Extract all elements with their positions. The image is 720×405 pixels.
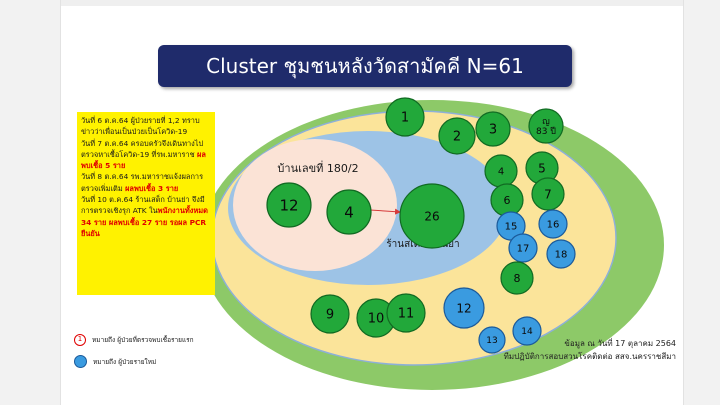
note-oct7: วันที่ 7 ต.ค.64 ครอบครัวจึงเดินทางไปตรวจ… [81,138,204,159]
case-node-circle [500,261,534,295]
case-node-label: 83 ปี [536,126,556,137]
case-node-circle [443,287,485,329]
window-left-margin [0,0,61,405]
house-label: บ้านเลขที่ 180/2 [277,160,358,175]
source-date: ข้อมูล ณ วันที่ 17 ตุลาคม 2564 [564,339,676,348]
case-node-5: 2 [438,117,476,155]
legend-new-case-label: หมายถึง ผู้ป่วยรายใหม่ [93,357,157,366]
case-node-label: 3 [489,123,497,138]
case-node-circle [478,326,506,354]
case-node-label: 14 [521,327,533,337]
case-node-label: 13 [486,336,497,346]
case-node-7: ญ83 ปี [528,108,564,144]
case-node-20: 12 [443,287,485,329]
legend-first-case-label: หมายถึง ผู้ป่วยที่ตรวจพบเชื้อรายแรก [92,336,194,344]
case-node-circle [531,177,565,211]
case-node-1: 12 [266,182,312,228]
note-oct7-result: ผลพบเชื้อ 5 ราย [81,149,206,171]
case-node-label: 15 [505,222,518,233]
page-title: Cluster ชุมชนหลังวัดสามัคคี N=61 [158,45,572,87]
case-node-16: 8 [500,261,534,295]
case-node-label: 1 [401,111,409,126]
legend-new-case: หมายถึง ผู้ป่วยรายใหม่ [74,355,156,368]
legend-first-case: 1 หมายถึง ผู้ป่วยที่ตรวจพบเชื้อรายแรก [74,334,194,346]
case-node-15: 18 [546,239,576,269]
case-node-label: 17 [517,244,530,255]
new-case-dot-icon [74,355,87,368]
case-node-circle [386,293,426,333]
case-node-19: 11 [386,293,426,333]
case-node-label: 10 [368,312,385,327]
case-node-label: 5 [538,161,546,175]
case-node-13: 16 [538,209,568,239]
timeline-notes: วันที่ 6 ต.ค.64 ผู้ป่วยรายที่ 1,2 ทราบข่… [77,112,215,295]
case-node-4: 1 [385,97,425,137]
case-node-circle [508,233,538,263]
note-oct10-result: พนักงานทั้งหมด 34 ราย ผลพบเชื้อ 27 ราย ร… [81,206,208,238]
case-node-14: 17 [508,233,538,263]
case-node-label: 9 [326,308,334,323]
case-node-11: 7 [531,177,565,211]
case-node-10: 6 [490,183,524,217]
window-right-margin [683,0,720,405]
case-node-label: 18 [555,250,568,261]
case-node-label: ญ [542,117,550,127]
transmission-arrow [369,208,401,215]
case-node-label: 4 [344,203,354,221]
case-node-label: 16 [547,220,560,231]
case-node-6: 3 [475,111,511,147]
case-node-circle [266,182,312,228]
case-node-label: 12 [279,196,298,214]
house-ellipse [233,139,397,271]
note-oct8: วันที่ 8 ต.ค.64 รพ.มหาราชแจ้งผลการตรวจเพ… [81,172,204,193]
case-node-label: 6 [504,194,511,207]
case-node-label: 2 [453,130,461,145]
case-node-3: 26 [399,183,465,249]
case-node-label: 26 [424,209,439,223]
source-team: ทีมปฏิบัติการสอบสวนโรคติดต่อ สสจ.นครราชส… [503,352,676,361]
case-node-circle [538,209,568,239]
case-node-circle [326,189,372,235]
case-node-label: 4 [498,167,504,178]
case-node-8: 4 [484,154,518,188]
case-node-circle [475,111,511,147]
case-node-label: 7 [544,187,552,201]
case-node-18: 10 [356,298,396,338]
window-top-strip [0,0,720,6]
case-node-label: 11 [398,307,415,322]
case-node-22: 14 [512,316,542,346]
case-node-circle [512,316,542,346]
case-node-circle [528,108,564,144]
case-node-circle [385,97,425,137]
case-node-circle [546,239,576,269]
case-node-2: 4 [326,189,372,235]
first-case-marker-icon: 1 [74,334,86,346]
case-node-17: 9 [310,294,350,334]
case-node-circle [310,294,350,334]
source-note: ข้อมูล ณ วันที่ 17 ตุลาคม 2564 ทีมปฏิบัต… [476,337,676,363]
case-node-circle [438,117,476,155]
case-node-label: 8 [514,272,521,285]
case-node-21: 13 [478,326,506,354]
note-oct10: วันที่ 10 ต.ค.64 ร้านเสต็ก บ้านย่า จึงมี… [81,195,205,216]
case-node-circle [399,183,465,249]
note-oct6: วันที่ 6 ต.ค.64 ผู้ป่วยรายที่ 1,2 ทราบข่… [81,116,200,137]
case-node-label: 12 [456,301,471,315]
note-oct8-result: ผลพบเชื้อ 3 ราย [125,183,179,193]
